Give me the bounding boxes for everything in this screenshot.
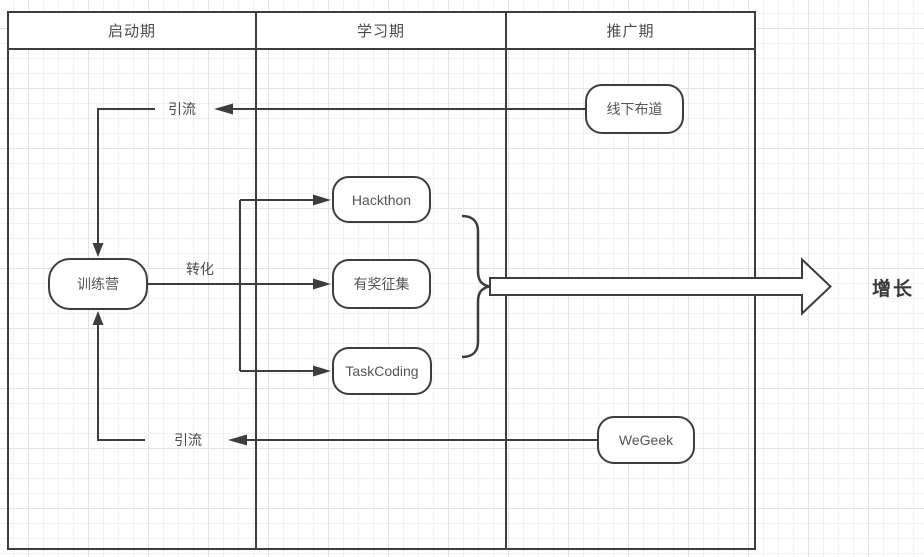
arrowhead-into-camp-bottom: [92, 311, 104, 325]
curly-brace: [461, 214, 490, 359]
arrowhead-into-camp-top: [92, 243, 104, 257]
node-training-camp[interactable]: 训练营: [48, 258, 148, 310]
node-offline-evangelism[interactable]: 线下布道: [585, 84, 684, 134]
arrowhead-left-top: [214, 103, 233, 115]
connector-offline-to-camp: [97, 108, 585, 243]
edge-label-traffic-top: 引流: [168, 101, 196, 117]
growth-label: 增长: [871, 278, 914, 300]
arrowhead-into-hackthon: [313, 194, 331, 206]
connector-camp-to-activities: [148, 199, 314, 372]
lane-header-learning: 学习期: [356, 23, 405, 40]
node-hackthon[interactable]: Hackthon: [332, 176, 431, 223]
arrowhead-into-prize: [313, 278, 331, 290]
growth-arrow: [489, 257, 832, 316]
arrowhead-left-bottom: [228, 434, 247, 446]
lane-header-launch: 启动期: [107, 23, 156, 40]
lane-header-promotion: 推广期: [606, 23, 655, 40]
node-wegeek[interactable]: WeGeek: [597, 416, 695, 464]
connector-wegeek-to-camp: [97, 325, 597, 441]
edge-label-traffic-bottom: 引流: [174, 432, 202, 448]
edge-label-conversion: 转化: [186, 261, 214, 277]
arrowhead-into-taskcoding: [313, 365, 331, 377]
node-prize-collection[interactable]: 有奖征集: [332, 259, 431, 309]
node-taskcoding[interactable]: TaskCoding: [332, 347, 432, 395]
